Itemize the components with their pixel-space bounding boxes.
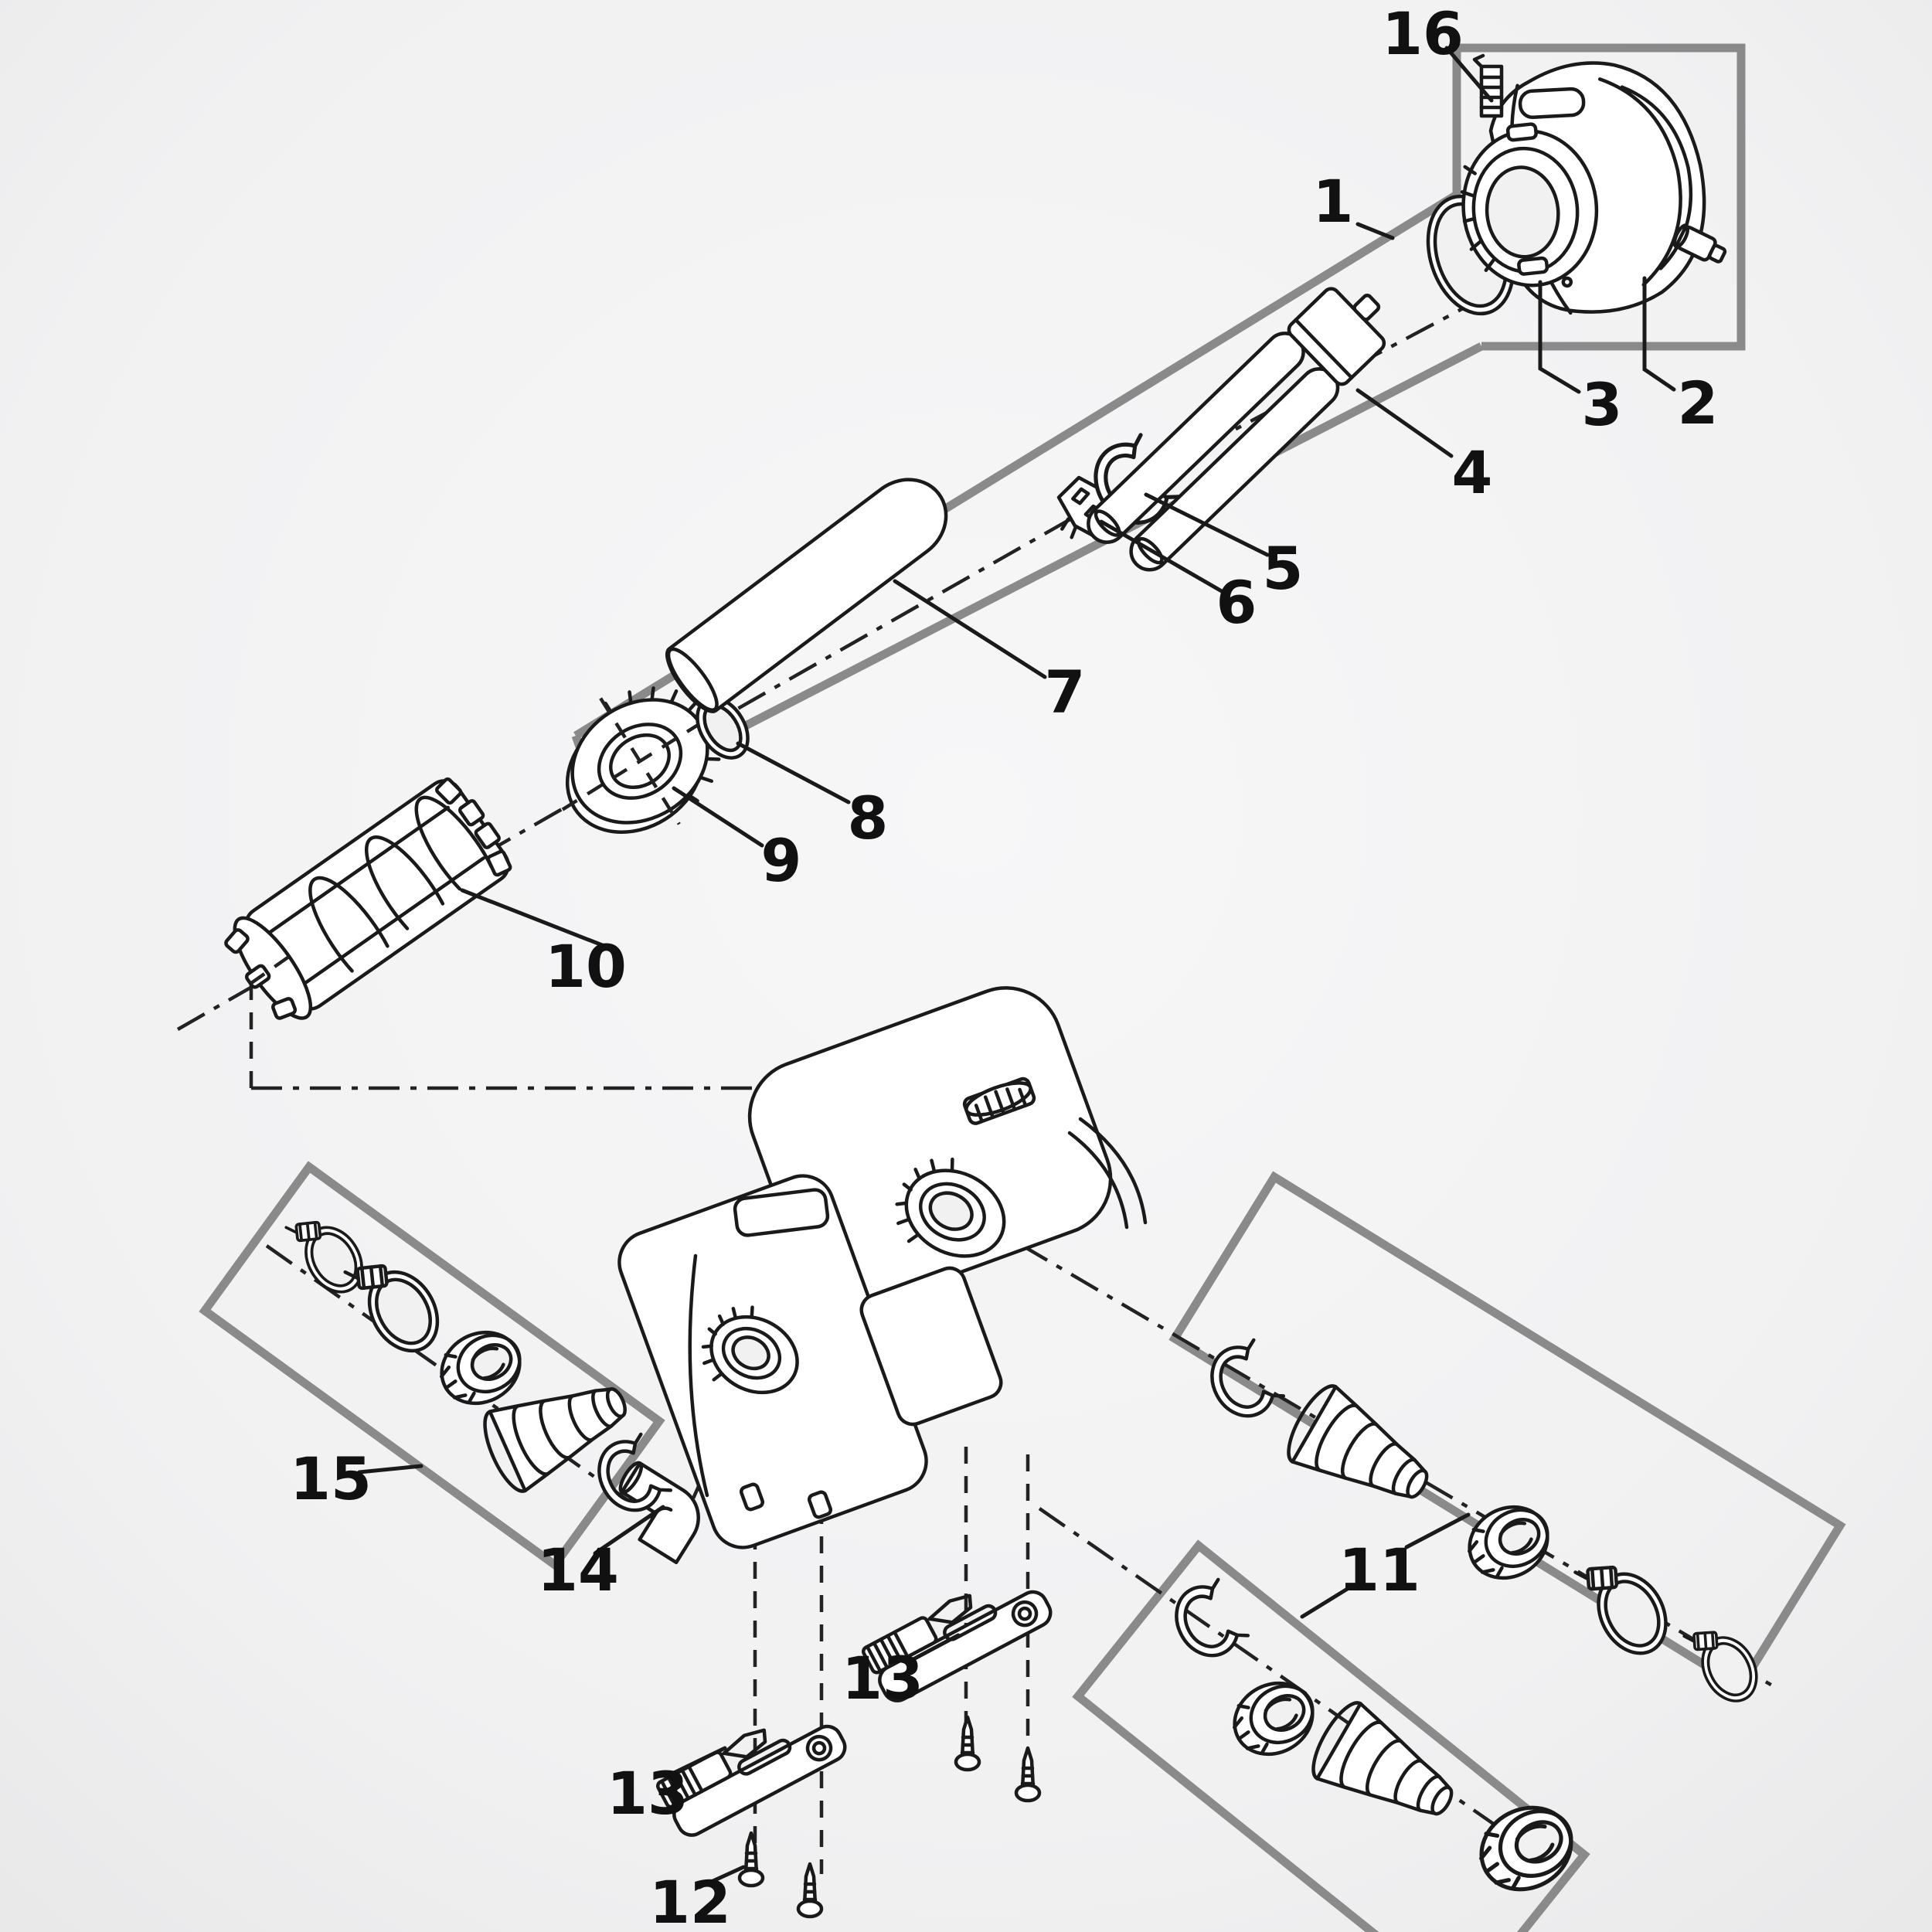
- part-o-ring-small: [696, 696, 750, 760]
- leader-10: [460, 888, 614, 951]
- callout-13b: 13: [842, 1644, 923, 1713]
- leader-13b: [910, 1633, 961, 1662]
- callout-15: 15: [290, 1444, 372, 1513]
- callout-13a: 13: [607, 1759, 689, 1828]
- callout-7: 7: [1045, 658, 1086, 726]
- callout-2: 2: [1678, 369, 1719, 437]
- part-uv-lamp: [1087, 287, 1386, 572]
- callout-14: 14: [537, 1536, 619, 1604]
- part-fixing-clip: [1472, 53, 1504, 118]
- leader-14: [593, 1505, 665, 1556]
- part-main-body: [617, 986, 1148, 1549]
- leader-8: [736, 741, 851, 804]
- part-clamping-ring: [561, 686, 721, 835]
- leader-16: [1444, 46, 1494, 103]
- leader-3: [1538, 280, 1581, 394]
- callout-3: 3: [1582, 370, 1623, 439]
- callout-1: 1: [1313, 167, 1354, 236]
- leader-9: [672, 786, 764, 848]
- callout-16: 16: [1382, 0, 1464, 68]
- leader-11a: [1404, 1512, 1471, 1549]
- part-head-unit: [1460, 61, 1727, 315]
- leader-group: [357, 46, 1676, 1889]
- leader-15: [357, 1464, 423, 1475]
- head-frame-box: [1452, 43, 1746, 351]
- leader-5: [1144, 492, 1270, 557]
- leader-13a: [668, 1746, 727, 1777]
- leader-11b: [1300, 1583, 1355, 1619]
- callout-4: 4: [1452, 438, 1493, 507]
- main-axis: [176, 206, 1655, 1031]
- part-quartz-glass: [665, 478, 948, 713]
- callout-8: 8: [848, 784, 889, 852]
- kit-box-11-lower: [1072, 1539, 1590, 1932]
- leader-2: [1642, 276, 1676, 392]
- callout-6: 6: [1216, 568, 1257, 637]
- callout-12: 12: [649, 1868, 731, 1932]
- part-cleaning-rotor: [224, 777, 512, 1020]
- lower-kit-axis: [1038, 1507, 1539, 1856]
- callout-11: 11: [1338, 1536, 1420, 1604]
- callout-5: 5: [1263, 534, 1304, 603]
- leader-4: [1355, 388, 1454, 458]
- kit-box-15: [199, 1161, 665, 1571]
- part-elbow: [618, 1461, 700, 1565]
- leader-6: [1099, 519, 1228, 596]
- callout-9: 9: [761, 826, 802, 895]
- leader-7: [893, 579, 1047, 679]
- callout-10: 10: [545, 932, 627, 1001]
- callout-group: 1 2 3 4 5 6 7 8 9 10 11 12 13 13 14 15 1…: [290, 0, 1718, 1932]
- leader-1: [1355, 222, 1395, 240]
- leader-12: [697, 1865, 746, 1889]
